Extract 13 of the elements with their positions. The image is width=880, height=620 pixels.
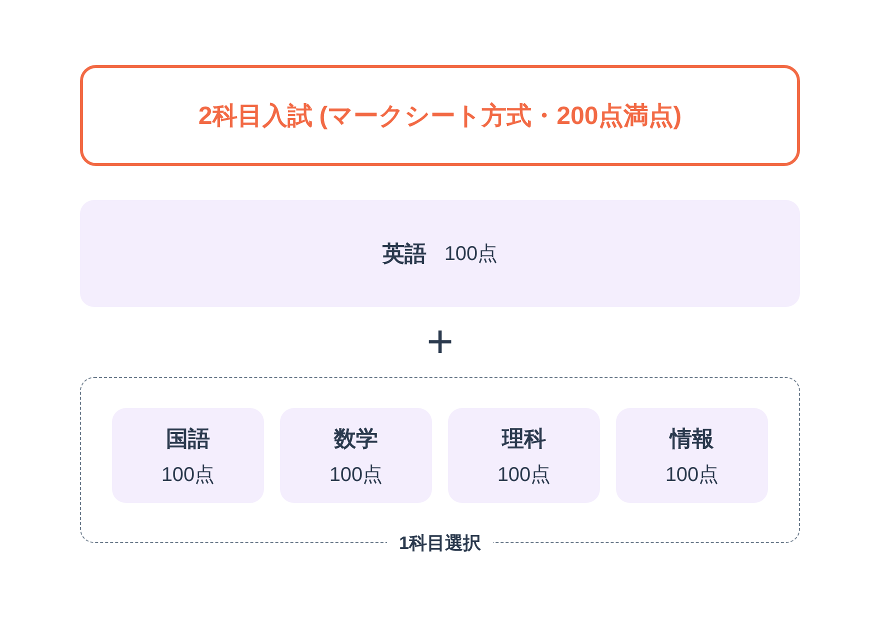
heading-text: 2科目入試 (マークシート方式・200点満点): [198, 101, 682, 132]
score-text: 100点: [665, 462, 719, 486]
heading-box: [80, 65, 800, 166]
score-text: 100点: [329, 462, 383, 486]
score-text: 100点: [161, 462, 215, 486]
score-text: 100点: [497, 462, 551, 486]
subject-name: 数学: [334, 424, 378, 452]
subject-name: 情報: [670, 424, 714, 452]
subject-name: 国語: [166, 424, 210, 452]
score-text: 100点: [444, 242, 498, 267]
subject-name: 理科: [502, 424, 546, 452]
plus-sign: +: [426, 318, 454, 364]
subject-name: 英語: [382, 240, 426, 268]
